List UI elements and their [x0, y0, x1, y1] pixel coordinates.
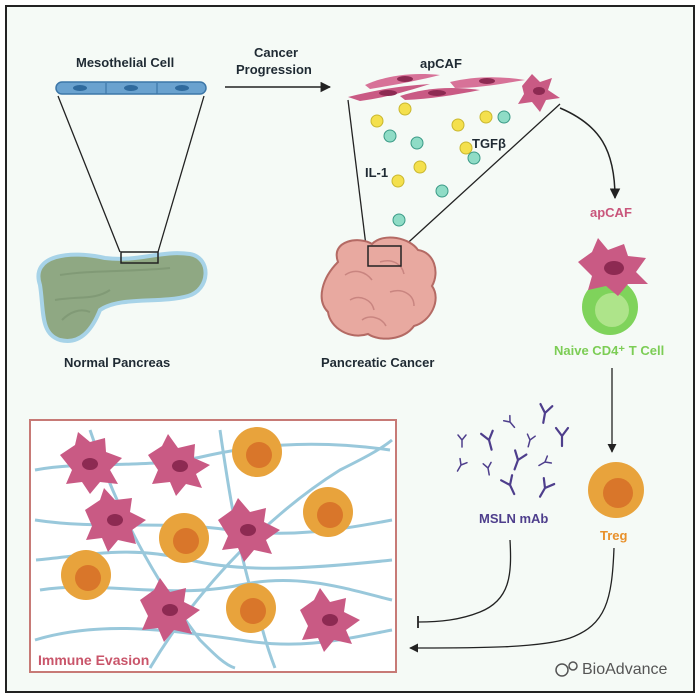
immune-evasion-panel: [29, 419, 397, 673]
cancer-progression-label-line2: Progression: [236, 62, 312, 77]
tgfb-particle: [410, 136, 424, 150]
treg-cell: [588, 462, 644, 518]
mesothelial-nucleus: [175, 85, 189, 91]
il1-particle: [459, 141, 473, 155]
tumor-zoom-box: [367, 245, 402, 267]
tgfb-particle: [467, 151, 481, 165]
naive-t-cell-label: Naive CD4⁺ T Cell: [554, 343, 665, 358]
pancreatic-tumor: [320, 236, 437, 340]
arrow-to-apcaf: [559, 107, 621, 200]
normal-pancreas: [36, 251, 208, 343]
il1-label: IL-1: [365, 165, 389, 180]
tgfb-particle: [435, 184, 449, 198]
cytokine-particles: [370, 102, 511, 227]
tgfb-label: TGFβ: [472, 136, 506, 151]
normal-pancreas-label: Normal Pancreas: [64, 355, 171, 370]
mesothelial-nucleus: [73, 85, 87, 91]
pancreatic-cancer-label: Pancreatic Cancer: [321, 355, 435, 370]
zoom-line: [347, 99, 369, 263]
zoom-line: [399, 103, 561, 251]
apcaf-right-label: apCAF: [590, 205, 632, 220]
il1-particle: [451, 118, 465, 132]
inhibition-line: [417, 539, 512, 623]
tgfb-particle: [497, 110, 511, 124]
immune-evasion-label: Immune Evasion: [38, 652, 150, 668]
treg-cluster: [61, 427, 353, 633]
msln-mab-label: MSLN mAb: [479, 511, 549, 526]
zoom-line: [57, 95, 121, 253]
treg-label: Treg: [600, 528, 628, 543]
tgfb-particle: [392, 213, 406, 227]
apcaf-top-label: apCAF: [420, 56, 462, 71]
apcaf-tcell-pair: [578, 238, 648, 335]
il1-particle: [391, 174, 405, 188]
pancreas-zoom-box: [120, 251, 159, 264]
tgfb-particle: [383, 129, 397, 143]
il1-particle: [370, 114, 384, 128]
watermark-icon: [555, 661, 578, 677]
watermark-text: BioAdvance: [582, 661, 668, 678]
il1-particle: [479, 110, 493, 124]
mesothelial-cell-layer: [55, 81, 207, 95]
msln-antibodies: [456, 402, 570, 498]
il1-particle: [398, 102, 412, 116]
il1-particle: [413, 160, 427, 174]
apcaf-cells-top: [348, 74, 560, 112]
mesothelial-cell-label: Mesothelial Cell: [76, 55, 175, 70]
mesothelial-nucleus: [124, 85, 138, 91]
arrow-to-immune-evasion: [409, 547, 615, 653]
zoom-line: [157, 95, 205, 253]
cancer-progression-label-line1: Cancer: [254, 45, 299, 60]
